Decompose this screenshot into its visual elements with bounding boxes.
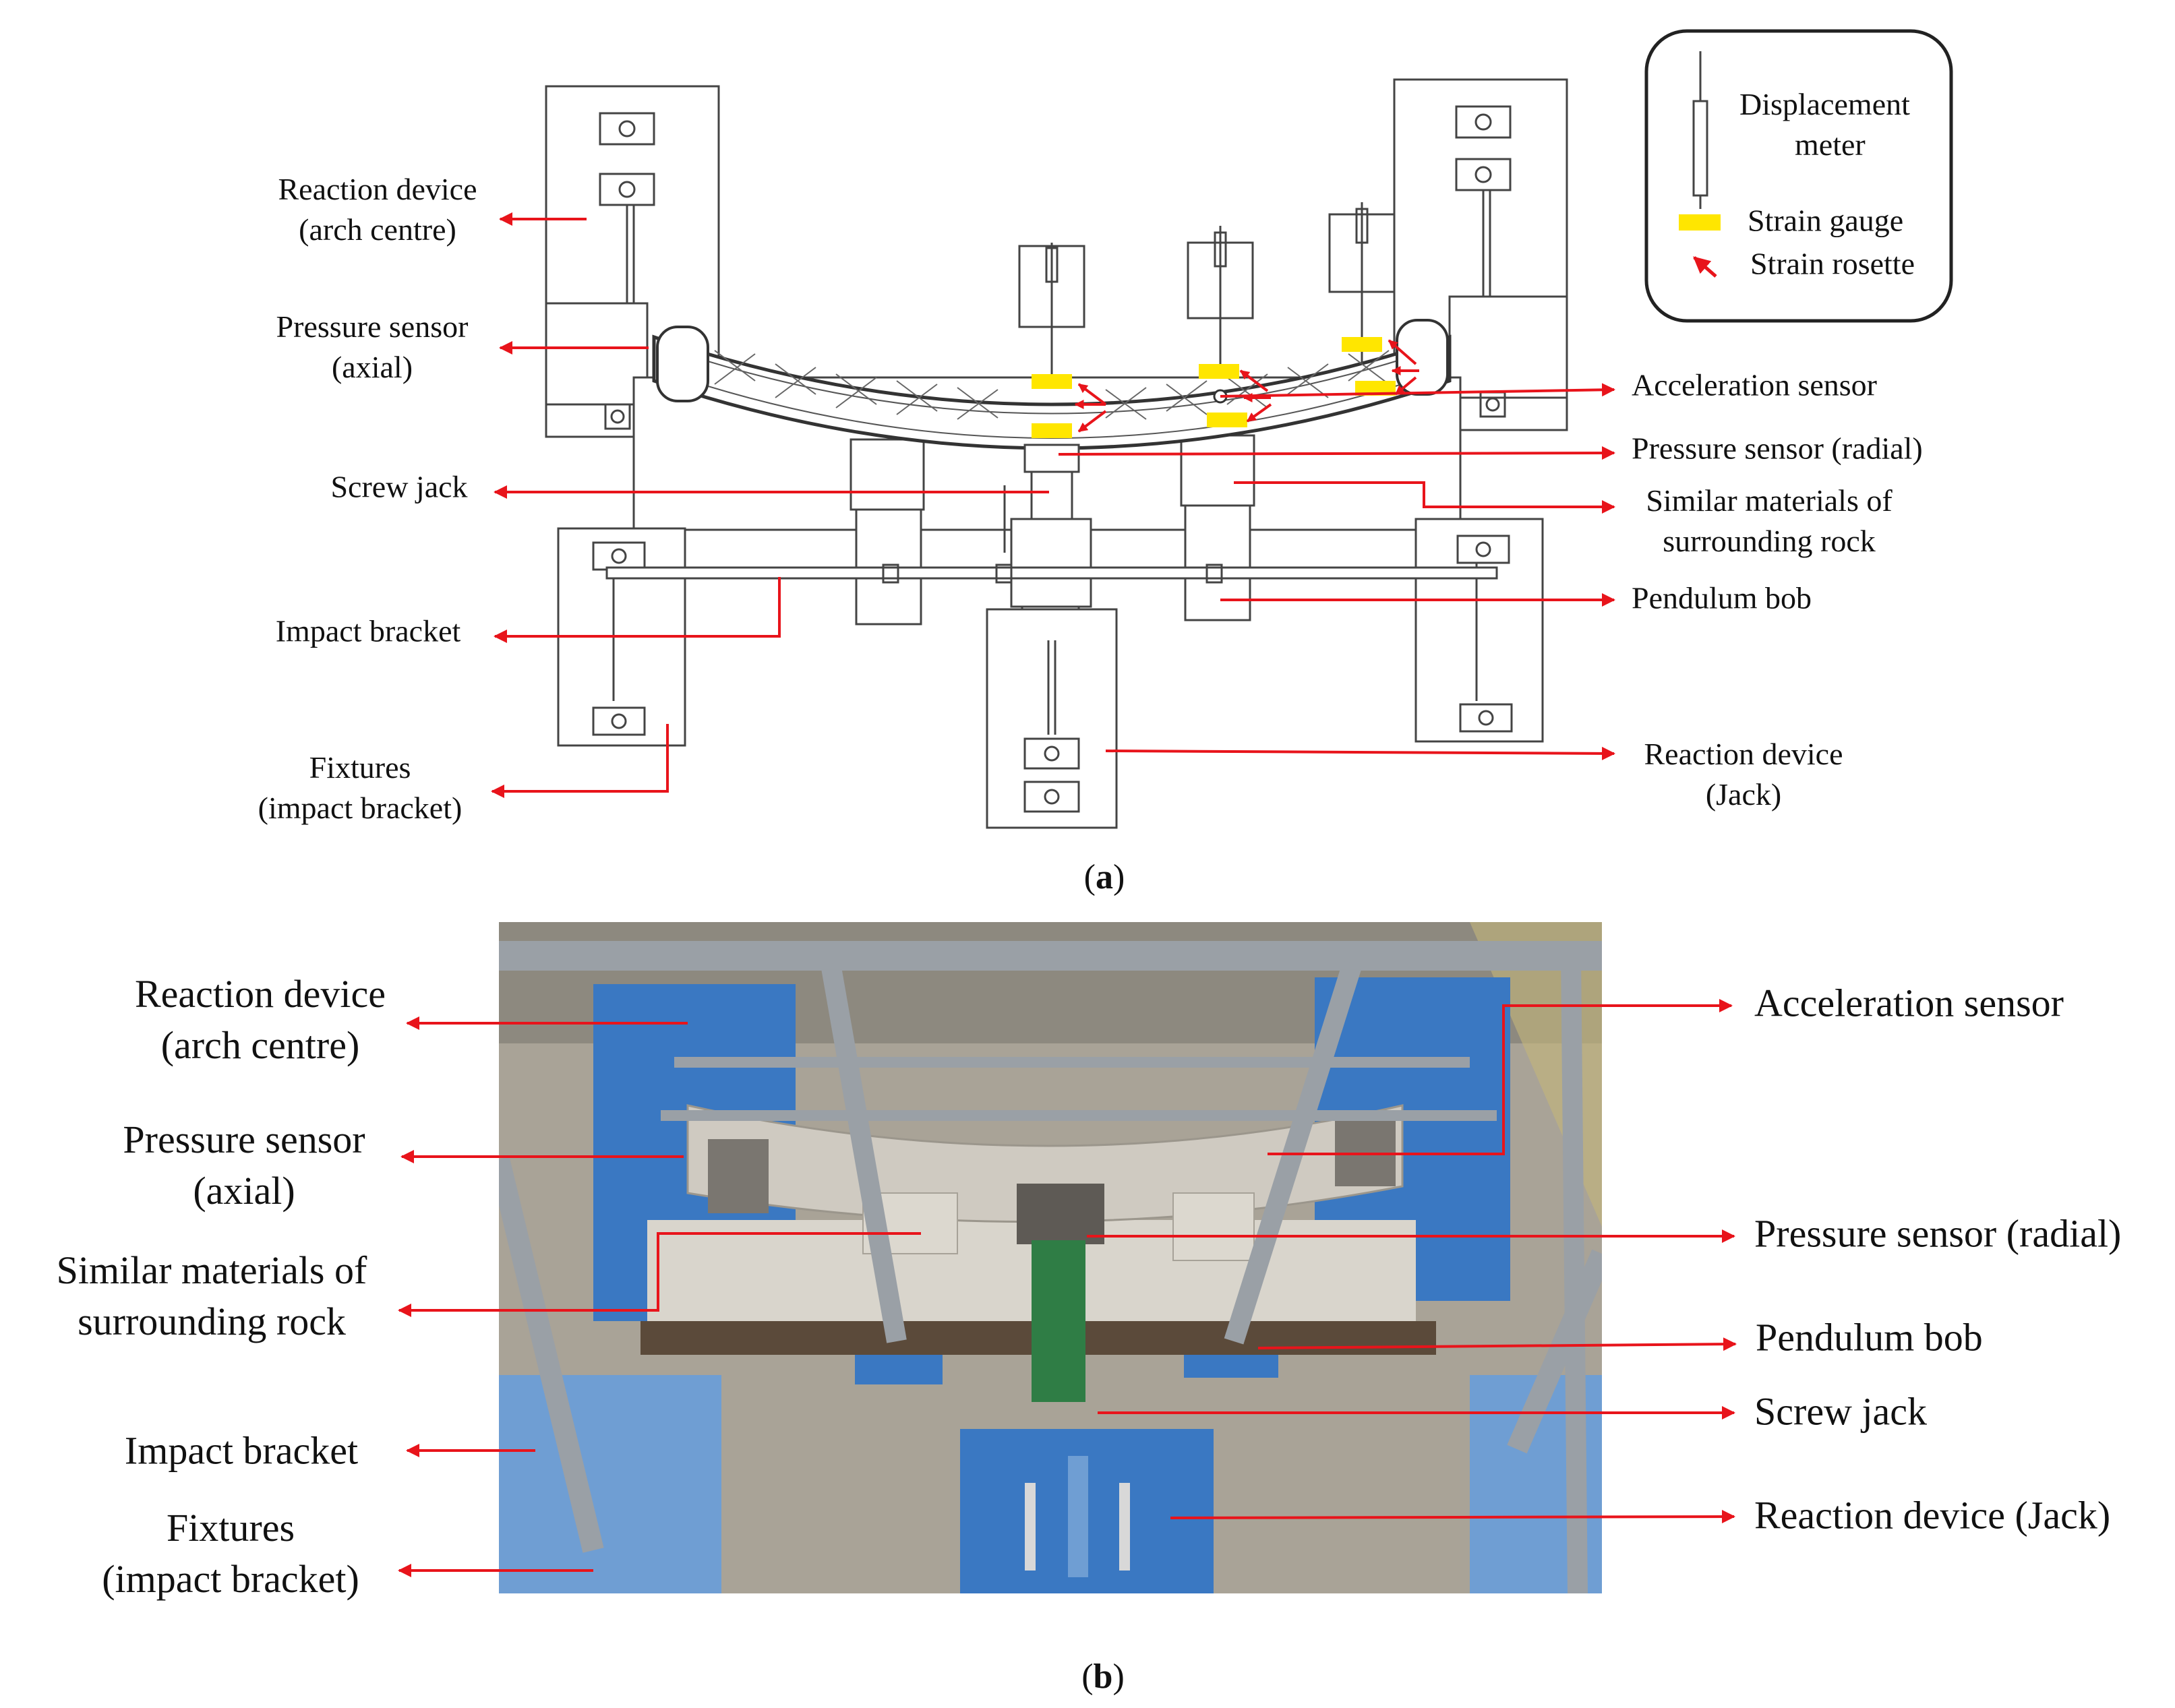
- label-b-fixtures: Fixtures: [167, 1506, 295, 1550]
- label-reaction-arch: Reaction device: [278, 172, 477, 206]
- label-b-similar-materials-sub: surrounding rock: [78, 1300, 346, 1343]
- strain-gauge: [1032, 423, 1072, 438]
- label-pressure-axial-sub: (axial): [332, 350, 413, 384]
- label-b-fixtures-sub: (impact bracket): [102, 1557, 359, 1601]
- rock-block: [850, 438, 925, 511]
- label-screw-jack: Screw jack: [330, 470, 467, 504]
- legend-frame: [1644, 29, 1953, 323]
- jack-reaction-drawing: [986, 608, 1118, 829]
- legend-strain-rosette: Strain rosette: [1750, 247, 1915, 281]
- label-b-pressure-axial-sub: (axial): [193, 1169, 295, 1213]
- label-similar-materials: Similar materials of: [1646, 483, 1893, 518]
- panel-b-photo: [499, 922, 1602, 1593]
- strain-gauge-icon: [1679, 214, 1721, 231]
- label-impact-bracket: Impact bracket: [276, 614, 461, 648]
- label-b-acceleration: Acceleration sensor: [1754, 981, 2064, 1025]
- label-b-reaction-arch: Reaction device: [135, 972, 386, 1016]
- label-b-pressure-radial: Pressure sensor (radial): [1754, 1211, 2121, 1255]
- rock-block: [1180, 434, 1255, 507]
- panel-b-labels: Reaction device (arch centre) Pressure s…: [57, 972, 2122, 1601]
- label-b-pendulum-bob: Pendulum bob: [1756, 1315, 1983, 1359]
- legend-strain-gauge: Strain gauge: [1748, 204, 1903, 238]
- label-b-impact-bracket: Impact bracket: [125, 1428, 358, 1472]
- strain-rosettes: [1074, 339, 1419, 433]
- legend: Displacement meter Strain gauge Strain r…: [1644, 29, 1953, 323]
- strain-gauge: [1207, 413, 1247, 427]
- bolt-plate: [599, 112, 655, 146]
- displacement-meter-icon: [1692, 51, 1708, 209]
- label-pendulum-bob: Pendulum bob: [1632, 581, 1812, 615]
- strain-gauge: [1032, 374, 1072, 389]
- radial-pressure-sensor: [1017, 1184, 1104, 1244]
- strain-rosette-icon: [1693, 256, 1717, 278]
- strain-gauge: [1342, 337, 1382, 352]
- label-reaction-arch-sub: (arch centre): [299, 212, 456, 247]
- strain-gauge: [1355, 381, 1396, 396]
- label-pressure-axial: Pressure sensor: [276, 309, 469, 344]
- strain-gauges: [1032, 337, 1396, 438]
- label-b-screw-jack: Screw jack: [1754, 1389, 1927, 1433]
- caption-b: (b): [1081, 1657, 1125, 1696]
- label-fixtures-sub: (impact bracket): [258, 791, 463, 825]
- label-reaction-jack-sub: (Jack): [1706, 777, 1781, 812]
- displacement-meters: [1018, 202, 1396, 377]
- panel-a-leaders: [491, 212, 1615, 798]
- screw-jack-column: [855, 444, 1251, 642]
- label-b-similar-materials: Similar materials of: [57, 1248, 367, 1292]
- label-b-reaction-arch-sub: (arch centre): [161, 1023, 360, 1067]
- label-reaction-jack: Reaction device: [1644, 737, 1843, 771]
- label-b-reaction-jack: Reaction device (Jack): [1754, 1493, 2110, 1537]
- strain-rosette: [1077, 383, 1107, 406]
- strain-rosette: [1388, 339, 1417, 365]
- legend-displacement-line2: meter: [1795, 127, 1866, 162]
- label-b-pressure-axial: Pressure sensor: [123, 1118, 365, 1161]
- label-pressure-radial: Pressure sensor (radial): [1632, 431, 1923, 466]
- caption-a: (a): [1084, 858, 1125, 896]
- panel-a-labels: Reaction device (arch centre) Pressure s…: [258, 172, 1923, 825]
- label-acceleration: Acceleration sensor: [1632, 368, 1877, 402]
- label-similar-materials-sub: surrounding rock: [1663, 524, 1876, 558]
- legend-displacement-line1: Displacement: [1739, 87, 1910, 121]
- panel-b-leaders: [398, 999, 1737, 1577]
- strain-rosette: [1239, 369, 1269, 392]
- label-fixtures: Fixtures: [309, 750, 411, 785]
- green-screw-jack: [1032, 1240, 1085, 1402]
- panel-a-schematic: [545, 78, 1568, 829]
- strain-gauge: [1199, 364, 1239, 379]
